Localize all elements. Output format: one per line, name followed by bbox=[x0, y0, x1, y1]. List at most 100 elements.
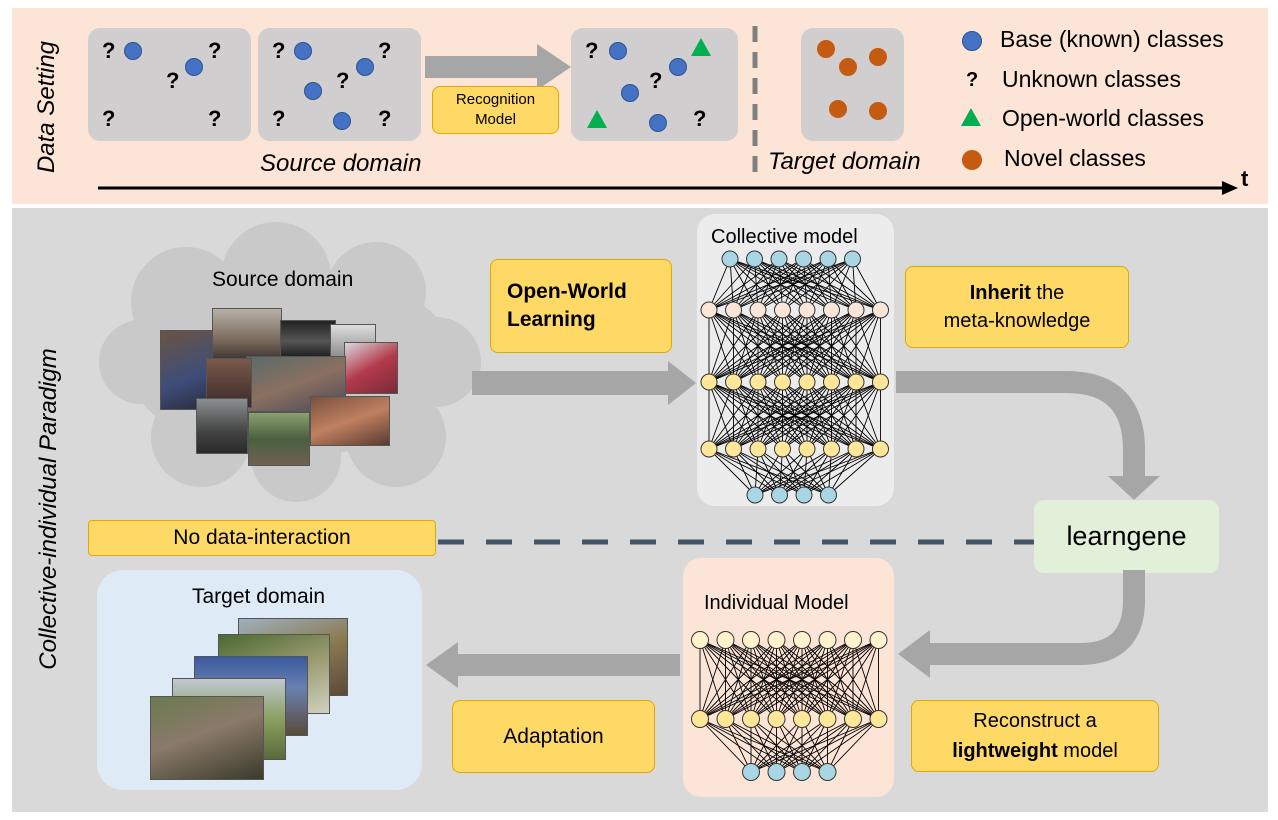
network-edge bbox=[750, 718, 854, 773]
network-node bbox=[767, 710, 786, 728]
individual-network bbox=[691, 631, 888, 781]
network-edge bbox=[708, 309, 808, 383]
network-edge bbox=[699, 639, 879, 720]
network-node bbox=[746, 486, 764, 504]
legend-novel-dot bbox=[962, 150, 982, 170]
network-edge bbox=[757, 309, 881, 383]
network-edge bbox=[831, 309, 881, 383]
open-world-triangle bbox=[587, 110, 607, 128]
network-node bbox=[847, 301, 865, 319]
network-edge bbox=[708, 258, 731, 311]
network-edge bbox=[708, 258, 755, 311]
network-edge bbox=[852, 258, 857, 311]
network-node bbox=[795, 486, 813, 504]
source-box-2: ? ? ? ? ? bbox=[258, 28, 421, 141]
network-edge bbox=[757, 258, 853, 311]
adaptation-box: Adaptation bbox=[452, 700, 655, 773]
base-class-dot bbox=[294, 42, 312, 60]
adaptation-arrow bbox=[426, 642, 680, 688]
network-edge bbox=[708, 309, 881, 383]
learngene-box: learngene bbox=[1034, 500, 1219, 573]
network-edge bbox=[708, 381, 808, 450]
network-node bbox=[798, 373, 816, 391]
legend-base-dot bbox=[962, 31, 982, 51]
network-edge bbox=[754, 448, 832, 496]
adaptation-label: Adaptation bbox=[503, 724, 604, 748]
open-world-learning-label: Open-World Learning bbox=[507, 280, 627, 331]
network-node bbox=[820, 486, 837, 504]
network-node bbox=[844, 250, 861, 268]
network-node bbox=[725, 373, 742, 391]
network-node bbox=[749, 373, 767, 391]
base-class-dot bbox=[304, 82, 322, 100]
network-edge bbox=[852, 258, 881, 311]
base-class-dot bbox=[356, 58, 374, 76]
network-edge bbox=[754, 448, 783, 496]
network-node bbox=[795, 250, 812, 268]
reconstruct-arrow bbox=[898, 570, 1145, 678]
collective-model-title: Collective model bbox=[711, 226, 858, 248]
network-edge bbox=[708, 381, 783, 450]
network-edge bbox=[699, 639, 726, 720]
network-edge bbox=[803, 448, 881, 496]
collective-network bbox=[700, 250, 889, 504]
network-edge bbox=[782, 381, 881, 450]
network-edge bbox=[708, 381, 734, 450]
unknown-mark: ? bbox=[166, 68, 180, 93]
legend-open-world-triangle bbox=[961, 108, 981, 126]
network-edge bbox=[699, 639, 828, 720]
paradigm-label: Collective-individual Paradigm bbox=[35, 348, 62, 670]
source-domain-label: Source domain bbox=[260, 150, 422, 177]
legend-novel: Novel classes bbox=[1004, 145, 1146, 171]
network-node bbox=[725, 301, 742, 319]
network-node bbox=[716, 631, 735, 649]
network-edge bbox=[750, 718, 879, 773]
base-class-dot bbox=[185, 58, 203, 76]
network-node bbox=[869, 710, 888, 728]
network-edge bbox=[708, 309, 832, 383]
network-node bbox=[700, 301, 718, 319]
time-axis bbox=[98, 181, 1238, 195]
network-edge bbox=[831, 258, 853, 311]
source-image bbox=[248, 412, 310, 466]
network-edge bbox=[733, 258, 853, 311]
unknown-mark: ? bbox=[208, 106, 222, 131]
network-edge bbox=[852, 639, 879, 720]
recognition-model-box: Recognition Model bbox=[432, 86, 559, 134]
network-edge bbox=[708, 258, 853, 311]
base-class-dot bbox=[333, 112, 351, 130]
time-axis-label: t bbox=[1241, 166, 1249, 191]
network-edge bbox=[708, 309, 857, 383]
network-edge bbox=[776, 718, 879, 773]
network-edge bbox=[750, 718, 803, 773]
network-node bbox=[798, 301, 816, 319]
network-edge bbox=[782, 258, 853, 311]
novel-class-dot bbox=[839, 58, 857, 76]
network-edge bbox=[708, 381, 832, 450]
network-edge bbox=[855, 381, 881, 450]
base-class-dot bbox=[621, 84, 639, 102]
unknown-mark: ? bbox=[693, 106, 707, 131]
legend-open-world: Open-world classes bbox=[1002, 105, 1204, 131]
open-world-learning-box: Open-World Learning bbox=[490, 259, 672, 353]
target-box bbox=[801, 28, 904, 141]
network-edge bbox=[801, 718, 879, 773]
no-interaction-dashed-line bbox=[438, 539, 1034, 545]
reconstruct-rest: model bbox=[1057, 740, 1118, 762]
source-image bbox=[196, 398, 248, 454]
domain-divider bbox=[752, 26, 758, 176]
unknown-mark: ? bbox=[378, 106, 392, 131]
unknown-mark: ? bbox=[102, 106, 116, 131]
source-image bbox=[310, 396, 390, 446]
inherit-arrow bbox=[896, 371, 1160, 500]
network-node bbox=[749, 440, 767, 458]
unknown-mark: ? bbox=[272, 38, 286, 63]
network-edge bbox=[776, 639, 879, 720]
unknown-mark: ? bbox=[649, 68, 663, 93]
network-edge bbox=[708, 448, 756, 496]
network-edge bbox=[806, 309, 881, 383]
learning-arrow bbox=[472, 361, 696, 405]
base-class-dot bbox=[649, 114, 667, 132]
network-edge bbox=[827, 639, 879, 720]
network-edge bbox=[855, 309, 881, 383]
